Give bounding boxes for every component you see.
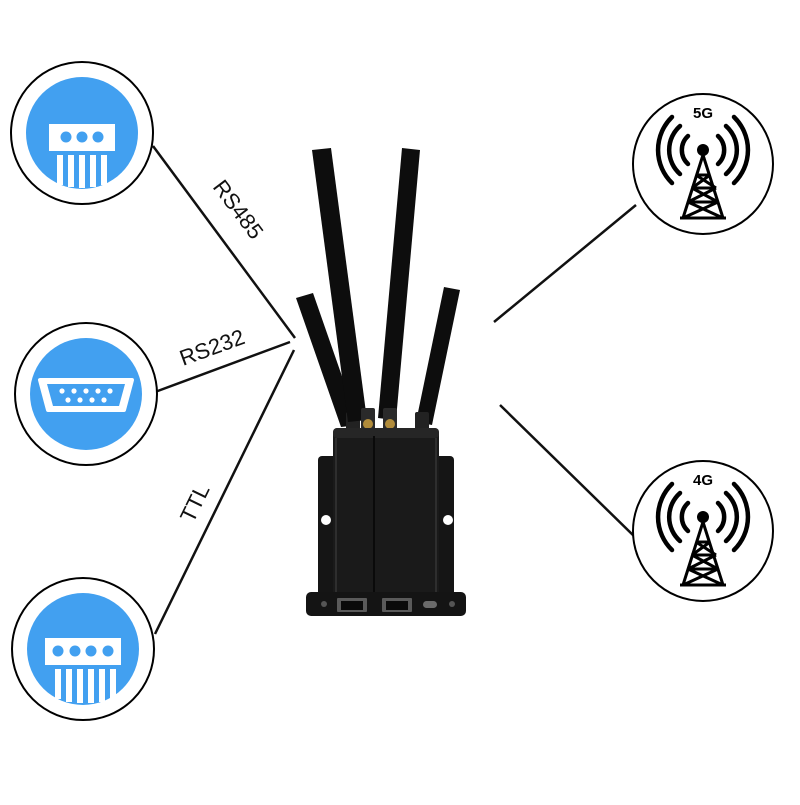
rs232-label: RS232 — [176, 324, 248, 371]
4g-network: 4G — [632, 460, 774, 602]
ttl-label: TTL — [175, 480, 215, 526]
rs232-line — [154, 340, 291, 394]
antenna-4 — [415, 287, 460, 432]
ethernet-port-2 — [382, 598, 412, 612]
db9-serial-port-icon — [30, 338, 142, 450]
terminal-block-3pin-icon — [26, 77, 138, 189]
5g-label: 5G — [693, 105, 713, 122]
antenna-3 — [378, 148, 420, 430]
ethernet-port-1 — [337, 598, 367, 612]
usb-c-port — [423, 601, 437, 608]
5g-network: 5G — [632, 93, 774, 235]
rs485-line — [151, 145, 297, 339]
ttl-interface — [11, 577, 155, 721]
rs232-interface — [14, 322, 158, 466]
5g-line — [493, 204, 637, 323]
cell-tower-icon — [655, 114, 751, 220]
cellular-router-with-four-antennas — [296, 148, 466, 616]
router-body — [333, 428, 439, 610]
terminal-block-4pin-icon — [27, 593, 139, 705]
rs485-interface — [10, 61, 154, 205]
4g-line — [499, 404, 639, 541]
antenna-2 — [312, 148, 375, 430]
connector-lines — [151, 145, 639, 635]
left-mounting-hole — [321, 515, 331, 525]
right-mounting-hole — [443, 515, 453, 525]
ttl-line — [153, 349, 296, 635]
cell-tower-icon — [655, 481, 751, 587]
4g-label: 4G — [693, 472, 713, 489]
